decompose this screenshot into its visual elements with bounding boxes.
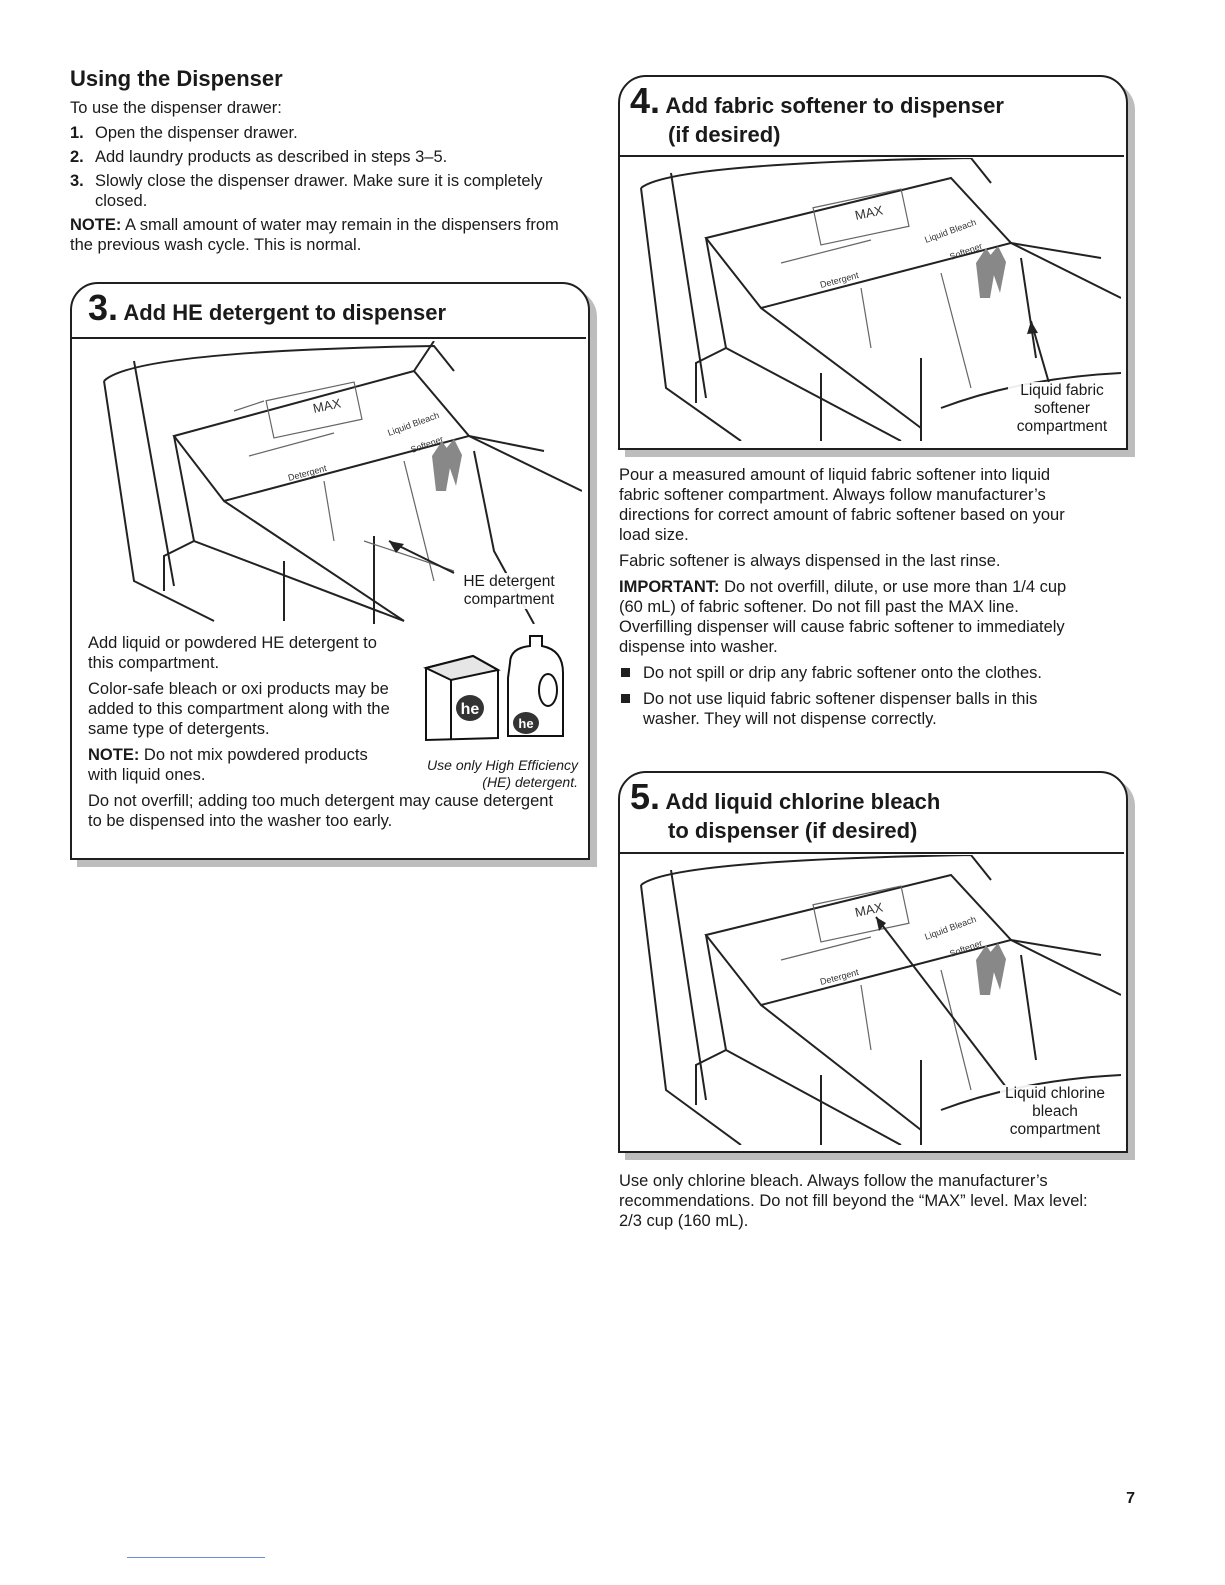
bullet-text: Do not use liquid fabric softener dispen… <box>643 690 1038 728</box>
step5-number: 5. <box>630 776 661 817</box>
step5-title-line1: Add liquid chlorine bleach <box>665 789 941 814</box>
step-text: Add laundry products as described in ste… <box>95 148 448 166</box>
detergent-label: Detergent <box>287 463 328 483</box>
step4-divider <box>620 155 1124 157</box>
list-item: Do not use liquid fabric softener dispen… <box>619 689 1094 729</box>
note-label: NOTE: <box>88 746 140 764</box>
page-number: 7 <box>1126 1490 1135 1507</box>
bullet-text: Do not spill or drip any fabric softener… <box>643 664 1042 682</box>
bullet-icon <box>621 694 630 703</box>
step3-p1: Add liquid or powdered HE detergent to t… <box>88 634 377 672</box>
he-detergent-icon: he he <box>423 635 564 742</box>
bleach-label: Liquid Bleach <box>923 914 977 942</box>
step3-overfill-text: Do not overfill; adding too much deterge… <box>88 792 554 830</box>
he-logo-text: he <box>518 716 533 731</box>
step4-title-line1: Add fabric softener to dispenser <box>665 93 1004 118</box>
step4-p1: Pour a measured amount of liquid fabric … <box>619 466 1065 544</box>
step-number: 1. <box>70 124 84 142</box>
using-dispenser-instructions: To use the dispenser drawer: 1. Open the … <box>70 98 570 260</box>
step4-text: Pour a measured amount of liquid fabric … <box>619 465 1094 735</box>
step-text: Slowly close the dispenser drawer. Make … <box>95 172 543 210</box>
note-text: A small amount of water may remain in th… <box>70 216 559 254</box>
list-item: 1. Open the dispenser drawer. <box>70 123 570 143</box>
important-text: Do not overfill, dilute, or use more tha… <box>619 578 1067 656</box>
step5-divider <box>620 852 1124 854</box>
max-label: MAX <box>312 395 343 416</box>
intro-text: To use the dispenser drawer: <box>70 99 282 117</box>
note-text: Do not mix powdered products with liquid… <box>88 746 368 784</box>
step3-title: Add HE detergent to dispenser <box>123 300 447 325</box>
step5-p1: Use only chlorine bleach. Always follow … <box>619 1172 1088 1230</box>
step5-callout: Liquid chlorine bleach compartment <box>1000 1085 1110 1139</box>
list-item: Do not spill or drip any fabric softener… <box>619 663 1094 683</box>
dispenser-drawer-image: MAX Detergent Liquid Bleach Softener <box>640 158 1121 441</box>
bleach-label: Liquid Bleach <box>386 410 440 438</box>
step3-number: 3. <box>88 287 119 328</box>
list-item: 2. Add laundry products as described in s… <box>70 147 570 167</box>
step5-heading: 5. Add liquid chlorine bleach <box>630 779 941 815</box>
bleach-label: Liquid Bleach <box>923 217 977 245</box>
step4-title-line2: (if desired) <box>668 122 781 147</box>
step4-important: IMPORTANT: Do not overfill, dilute, or u… <box>619 577 1094 657</box>
max-label: MAX <box>854 899 885 920</box>
step3-heading: 3. Add HE detergent to dispenser <box>88 290 447 326</box>
steps-list: 1. Open the dispenser drawer. 2. Add laund… <box>70 123 570 211</box>
step4-callout: Liquid fabric softener compartment <box>1008 382 1116 436</box>
important-label: IMPORTANT: <box>619 578 720 596</box>
softener-label: Softener <box>948 938 983 959</box>
he-logo-text: he <box>461 701 480 718</box>
softener-label: Softener <box>948 241 983 262</box>
step4-number: 4. <box>630 80 661 121</box>
list-item: 3. Slowly close the dispenser drawer. Mak… <box>70 171 570 211</box>
step4-heading: 4. Add fabric softener to dispenser <box>630 83 1004 119</box>
bottom-rule <box>127 1557 265 1558</box>
note: NOTE: A small amount of water may remain… <box>70 215 570 255</box>
step5-text: Use only chlorine bleach. Always follow … <box>619 1171 1094 1237</box>
step3-divider <box>72 337 586 339</box>
he-caption: Use only High Efficiency (HE) detergent. <box>427 757 578 790</box>
step3-illustration: MAX Detergent Liquid Bleach Softener <box>74 341 582 624</box>
step-number: 3. <box>70 172 84 190</box>
step4-p2: Fabric softener is always dispensed in t… <box>619 552 1001 570</box>
step-number: 2. <box>70 148 84 166</box>
step3-p2: Color-safe bleach or oxi products may be… <box>88 680 390 738</box>
he-products-image: he he <box>418 628 568 743</box>
step5-title-line2: to dispenser (if desired) <box>668 818 918 843</box>
dispenser-drawer-image: MAX Detergent Liquid Bleach Softener <box>640 855 1121 1145</box>
max-label: MAX <box>854 202 885 223</box>
section-title: Using the Dispenser <box>70 66 283 91</box>
bullet-icon <box>621 668 630 677</box>
step3-text: Add liquid or powdered HE detergent to t… <box>88 633 393 791</box>
note-label: NOTE: <box>70 216 122 234</box>
step-text: Open the dispenser drawer. <box>95 124 298 142</box>
step3-note: NOTE: Do not mix powdered products with … <box>88 745 393 785</box>
dispenser-drawer-image: MAX Detergent Liquid Bleach Softener <box>103 341 582 624</box>
step3-callout: HE detergent compartment <box>457 573 561 609</box>
